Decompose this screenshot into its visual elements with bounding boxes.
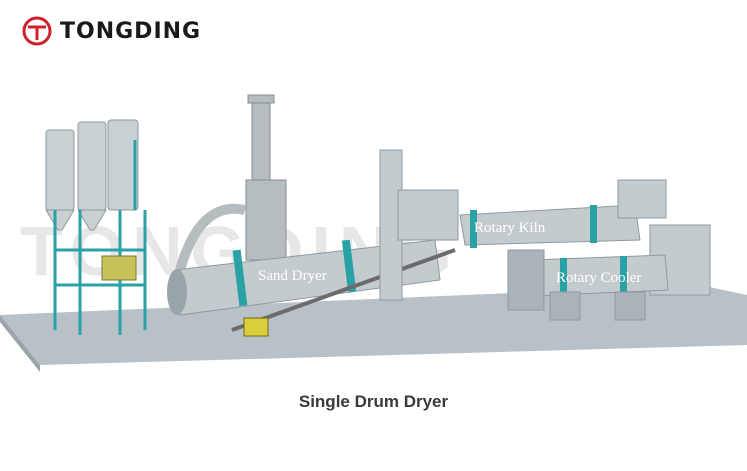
exhaust-stack [245,94,287,261]
kiln-head [617,179,711,296]
support-piers [507,249,646,321]
bucket-elevator [379,149,459,301]
air-duct [175,203,247,272]
mixer-unit [101,255,137,281]
steel-frame [53,140,147,335]
rotary-kiln-label: Rotary Kiln [474,220,546,236]
brand-logo: TONGDING [22,14,242,48]
rotary-cooler-label: Rotary Cooler [556,270,641,286]
brand-name: TONGDING [60,18,202,44]
figure-caption: Single Drum Dryer [298,392,449,411]
belt-conveyor [231,248,456,332]
front-loader [243,317,269,337]
rotary-kiln-drum [459,204,641,248]
sand-dryer-drum [167,239,441,316]
tongding-logo-icon [22,16,52,46]
silo-group [45,119,139,231]
plant-illustration: TONGDING Sand Dryer [0,94,747,372]
sand-dryer-label: Sand Dryer [258,268,327,284]
